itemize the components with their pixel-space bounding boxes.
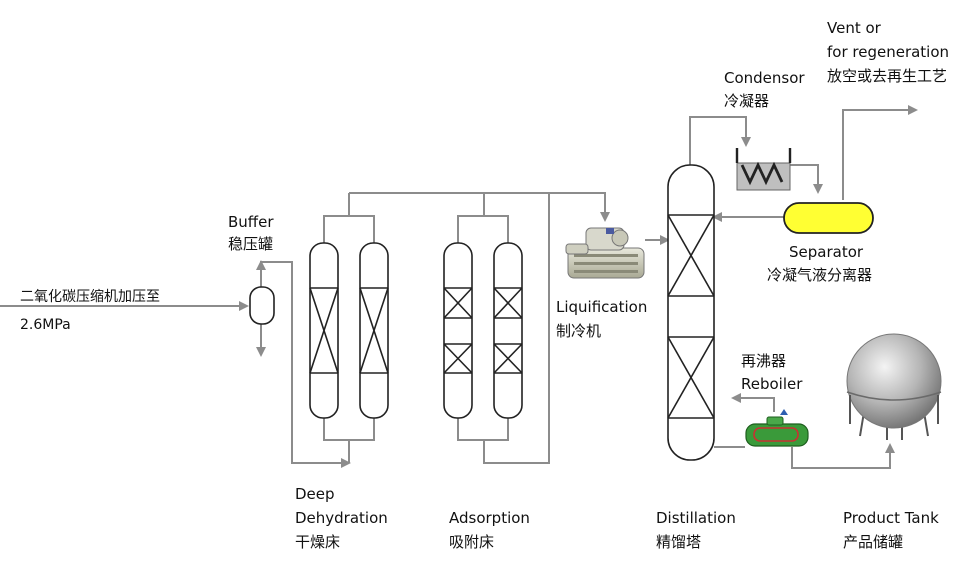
feed-label-zh: 二氧化碳压缩机加压至 [20, 289, 160, 305]
buffer-label-en: Buffer [228, 213, 274, 231]
vent-pipe [842, 105, 918, 200]
reboiler-label-zh: 再沸器 [741, 352, 787, 370]
liquification-label-en: Liquification [556, 298, 648, 316]
product-tank-label-en: Product Tank [843, 509, 939, 527]
deep-dehydration-label-en1: Deep [295, 485, 335, 503]
liquification-label-zh: 制冷机 [556, 322, 602, 340]
dehydration-beds [309, 242, 389, 419]
buffer-vessel [249, 286, 275, 325]
feed-label-pressure: 2.6MPa [20, 317, 71, 333]
product-tank-label-zh: 产品储罐 [843, 533, 904, 551]
top-main-header [349, 192, 610, 222]
pipes [0, 105, 918, 469]
adsorption-label-zh: 吸附床 [449, 533, 495, 551]
vent-label-zh: 放空或去再生工艺 [827, 67, 948, 85]
vent-label-en2: for regeneration [827, 43, 950, 61]
separator-vessel [783, 202, 874, 234]
deep-dehydration-label-zh: 干燥床 [295, 533, 341, 551]
reboiler-label-en: Reboiler [741, 375, 803, 393]
chiller-unit [565, 227, 645, 279]
condensor-label-en: Condensor [724, 69, 805, 87]
reboiler [745, 409, 809, 447]
dehydration-bottom-header [323, 416, 375, 441]
condensor-label-zh: 冷凝器 [724, 92, 770, 110]
deep-dehydration-label-en2: Dehydration [295, 509, 388, 527]
buffer-label-zh: 稳压罐 [228, 235, 274, 253]
separator-label-en: Separator [789, 243, 864, 261]
adsorption-top-header [457, 215, 509, 245]
distillation-label-en: Distillation [656, 509, 736, 527]
distillation-column [667, 164, 715, 461]
dehydration-top-header [323, 215, 375, 245]
distillation-label-zh: 精馏塔 [656, 533, 702, 551]
adsorption-bottom-header [457, 416, 509, 441]
condensate-pipe [790, 164, 823, 194]
product-pipe [791, 443, 895, 469]
vent-label-en1: Vent or [827, 19, 881, 37]
adsorption-bed-2 [493, 242, 523, 419]
adsorption-label-en: Adsorption [449, 509, 530, 527]
adsorption-beds [443, 242, 523, 419]
separator-label-zh: 冷凝气液分离器 [767, 266, 873, 284]
reboiler-vapor-return [731, 393, 775, 412]
product-tank [846, 333, 942, 440]
overhead-vapor-pipe [689, 116, 751, 168]
condenser [735, 148, 792, 191]
adsorption-bed-1 [443, 242, 473, 419]
